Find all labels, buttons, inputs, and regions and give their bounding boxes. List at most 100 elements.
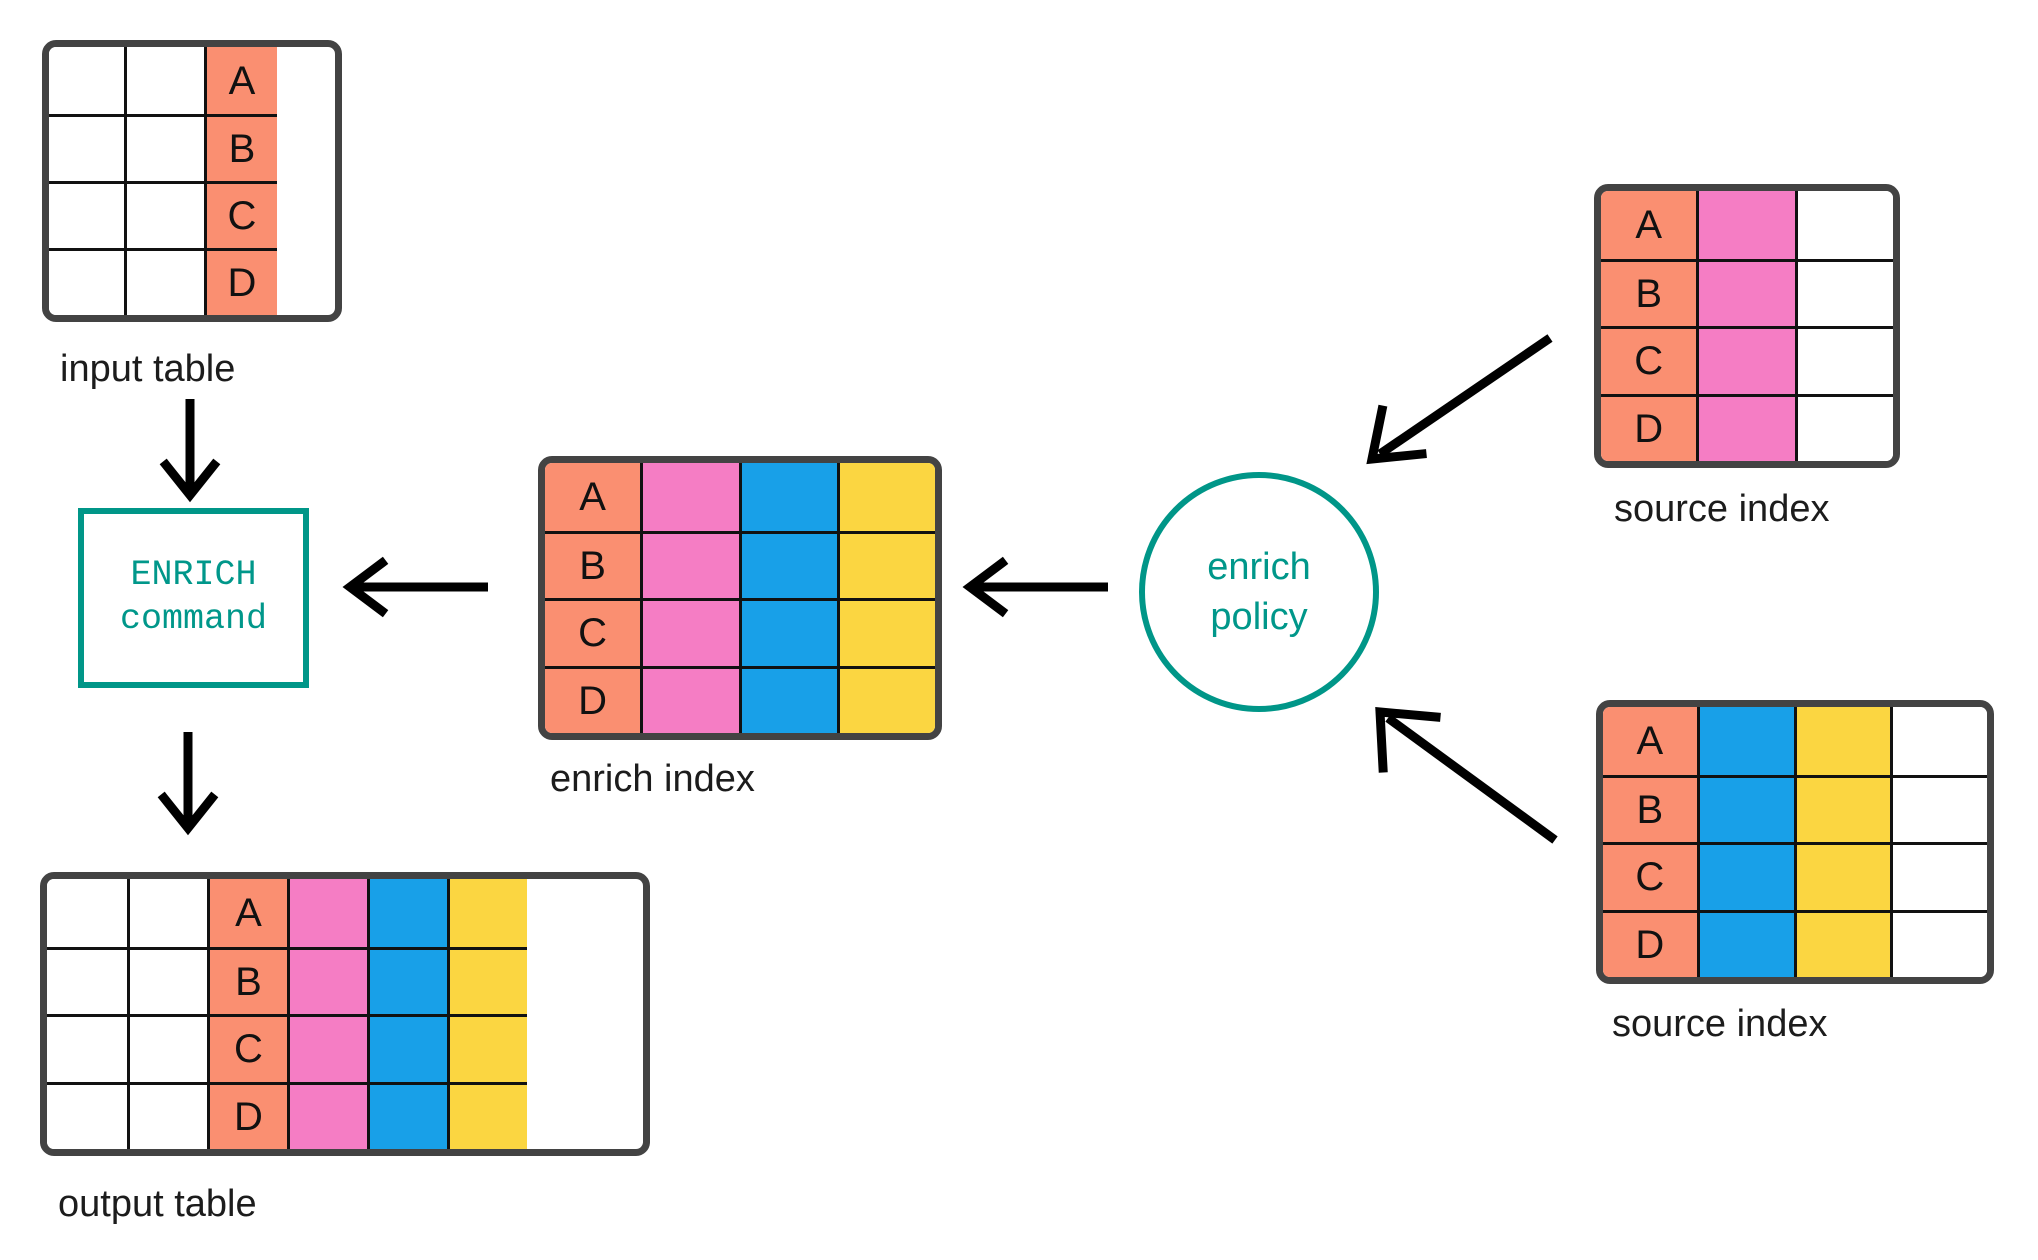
table-cell [738, 665, 837, 733]
source-index-top-caption: source index [1614, 488, 1830, 530]
table-row: B [47, 946, 643, 1014]
table-cell [447, 879, 527, 947]
output-table-caption: output table [58, 1183, 257, 1225]
table-cell [367, 946, 447, 1014]
table-cell [1794, 326, 1893, 394]
table-cell [447, 1014, 527, 1082]
table-row: C [1603, 842, 1987, 910]
table-cell: D [1603, 909, 1697, 977]
enrich-policy-circle[interactable]: enrich policy [1139, 472, 1379, 712]
table-cell [124, 114, 204, 181]
table-row: A [545, 463, 935, 531]
table-row: A [1603, 707, 1987, 775]
table-cell: B [1603, 774, 1697, 842]
table-cell: C [207, 1014, 287, 1082]
arrow-command-to-output [157, 732, 219, 836]
table-cell [127, 1014, 207, 1082]
table-cell [1890, 707, 1987, 775]
table-cell: A [1601, 191, 1697, 259]
table-cell [1793, 774, 1891, 842]
table-row: D [1603, 909, 1987, 977]
table-row: B [545, 530, 935, 598]
table-cell [49, 47, 124, 114]
table-cell [287, 1014, 367, 1082]
table-cell [127, 946, 207, 1014]
arrow-source-index-top-to-policy [1366, 334, 1553, 465]
table-cell [738, 530, 837, 598]
table-cell [1793, 909, 1891, 977]
enrich-policy-line-2: policy [1210, 596, 1308, 638]
table-row: D [49, 248, 335, 315]
table-cell [640, 463, 739, 531]
table-cell [447, 1081, 527, 1149]
table-row: A [47, 879, 643, 947]
table-cell: D [1601, 393, 1697, 461]
table-cell [47, 1014, 127, 1082]
table-cell: A [204, 47, 277, 114]
table-cell [124, 248, 204, 315]
table-cell [447, 946, 527, 1014]
table-cell: C [204, 181, 277, 248]
table-cell: C [1601, 326, 1697, 394]
table-cell [287, 1081, 367, 1149]
table-row: B [1601, 258, 1893, 326]
arrow-policy-to-enrich-index [962, 556, 1108, 618]
table-cell: B [204, 114, 277, 181]
table-cell [1696, 774, 1794, 842]
table-cell [367, 1014, 447, 1082]
table-row: D [545, 665, 935, 733]
table-cell [127, 879, 207, 947]
table-cell [49, 248, 124, 315]
enrich-index-caption: enrich index [550, 758, 755, 800]
table-cell [124, 181, 204, 248]
table-cell: B [207, 946, 287, 1014]
table-cell [1696, 258, 1795, 326]
table-cell: A [1603, 707, 1697, 775]
table-cell: C [1603, 842, 1697, 910]
enrich-command-line-1: ENRICH [130, 555, 257, 596]
table-row: C [49, 181, 335, 248]
arrow-enrich-index-to-command [342, 556, 488, 618]
table-cell [367, 879, 447, 947]
table-cell [1696, 191, 1795, 259]
table-cell [124, 47, 204, 114]
table-row: B [49, 114, 335, 181]
arrow-source-index-bottom-to-policy [1375, 707, 1558, 844]
table-cell [640, 598, 739, 666]
table-cell [640, 665, 739, 733]
table-cell [49, 114, 124, 181]
table-cell [640, 530, 739, 598]
table-cell [1793, 707, 1891, 775]
table-cell [836, 665, 935, 733]
enrich-command-box[interactable]: ENRICH command [78, 508, 309, 688]
enrich-command-line-2: command [119, 599, 268, 639]
table-cell [836, 598, 935, 666]
table-row: C [47, 1014, 643, 1082]
table-cell [836, 463, 935, 531]
table-cell [47, 946, 127, 1014]
table-cell [49, 181, 124, 248]
table-cell [127, 1081, 207, 1149]
table-cell: A [545, 463, 641, 531]
table-cell: D [207, 1081, 287, 1149]
table-cell [367, 1081, 447, 1149]
table-cell [1696, 393, 1795, 461]
table-cell [1696, 707, 1794, 775]
table-row: A [49, 47, 335, 114]
table-cell [738, 598, 837, 666]
arrow-input-to-command [159, 399, 221, 503]
table-cell [1890, 774, 1987, 842]
table-row: C [1601, 326, 1893, 394]
table-cell: B [545, 530, 641, 598]
table-cell: A [207, 879, 287, 947]
table-cell [1890, 842, 1987, 910]
table-row: D [47, 1081, 643, 1149]
enrich-policy-line-1: enrich [1207, 545, 1311, 588]
table-cell [47, 879, 127, 947]
table-cell: D [545, 665, 641, 733]
